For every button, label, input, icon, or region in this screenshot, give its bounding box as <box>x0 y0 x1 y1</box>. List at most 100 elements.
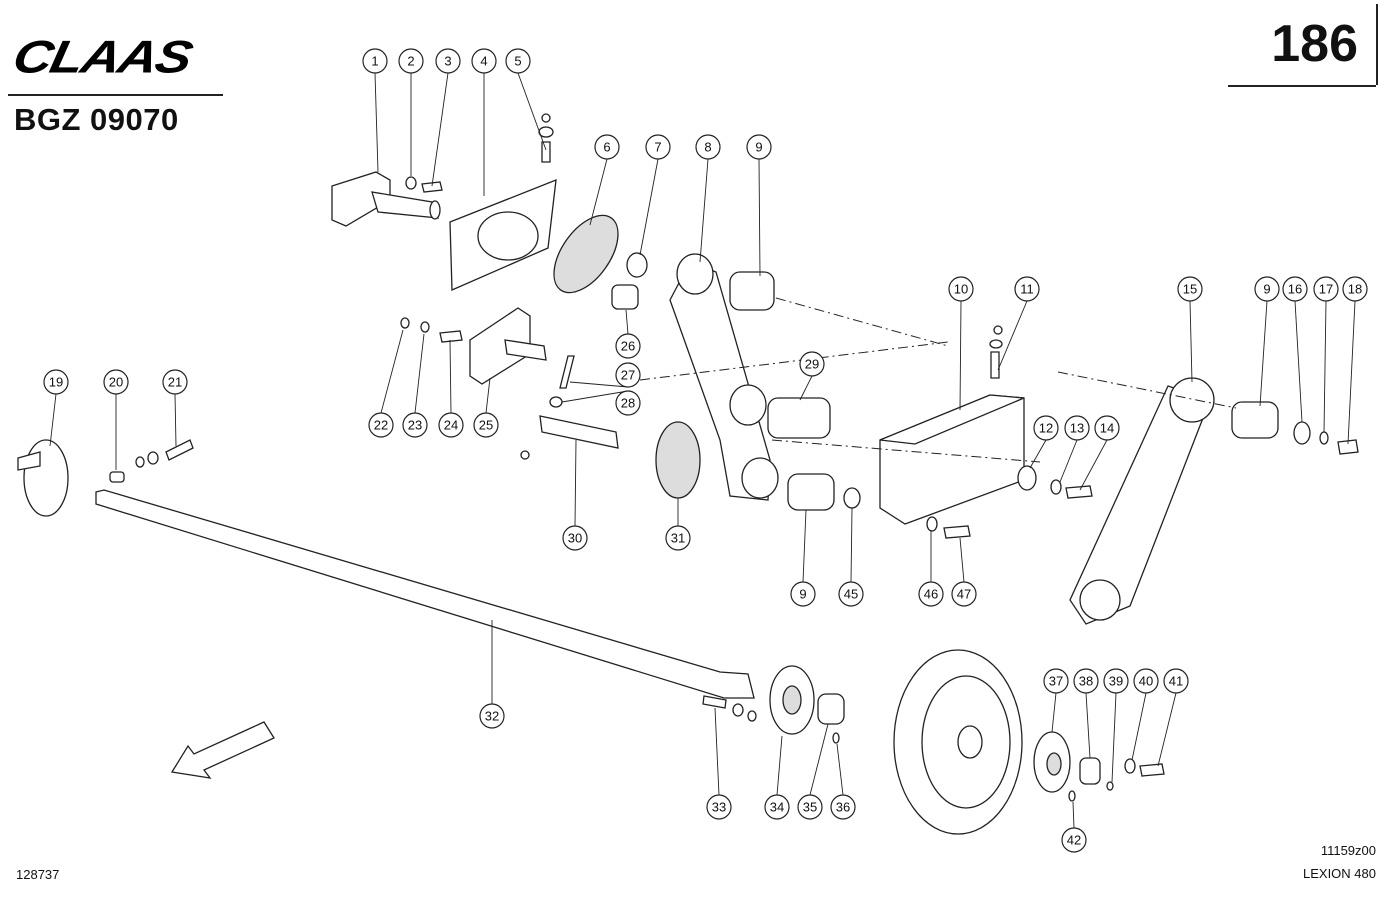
callout-circle <box>797 794 823 820</box>
callout-circle <box>594 134 620 160</box>
logo-divider <box>8 94 223 96</box>
callout-3: 3 <box>435 48 461 74</box>
lever-part-8 <box>669 261 771 501</box>
center-axis-upper <box>639 341 949 381</box>
callout-number: 21 <box>168 375 182 390</box>
callout-number: 38 <box>1079 674 1093 689</box>
set-screw-part-36 <box>832 732 840 744</box>
callout-circle <box>362 48 388 74</box>
set-screw-part-39 <box>1106 781 1114 791</box>
callout-leader-17 <box>1323 300 1327 433</box>
callout-circle <box>1254 276 1280 302</box>
washer-part-33 <box>732 703 744 717</box>
callout-leader-35 <box>809 723 829 796</box>
callout-circle <box>43 369 69 395</box>
callout-10: 10 <box>948 276 974 302</box>
callout-number: 13 <box>1070 421 1084 436</box>
callout-circle <box>951 581 977 607</box>
callout-leader-28 <box>561 390 629 403</box>
bushing-part-26 <box>611 284 639 310</box>
document-code: BGZ 09070 <box>14 102 179 137</box>
callout-19: 19 <box>43 369 69 395</box>
callout-leader-33 <box>714 707 720 796</box>
callout-circle <box>473 412 499 438</box>
callout-number: 16 <box>1288 282 1302 297</box>
callout-leader-13 <box>1059 439 1078 483</box>
callout-circle <box>1033 415 1059 441</box>
callout-leader-25 <box>485 377 491 414</box>
nut-part-11 <box>993 325 1003 335</box>
callout-47: 47 <box>951 581 977 607</box>
callout-circle <box>790 581 816 607</box>
bolt-part-14 <box>1065 485 1093 499</box>
callout-21: 21 <box>162 369 188 395</box>
pin-part-1 <box>371 191 439 219</box>
washer-part-23 <box>420 321 430 333</box>
callout-circle <box>706 794 732 820</box>
callout-number: 33 <box>712 800 726 815</box>
callout-number: 41 <box>1169 674 1183 689</box>
callout-leader-36 <box>836 743 844 796</box>
lever-hub-mid <box>729 384 767 426</box>
callout-35: 35 <box>797 794 823 820</box>
callout-number: 1 <box>371 54 378 69</box>
callout-40: 40 <box>1133 668 1159 694</box>
callout-circle <box>103 369 129 395</box>
pin-end-part-1 <box>429 200 441 220</box>
pulley-hub <box>957 725 983 759</box>
bearing-part-9-right <box>1231 401 1279 439</box>
callout-leader-16 <box>1294 300 1303 423</box>
callout-number: 14 <box>1100 421 1114 436</box>
callout-number: 17 <box>1319 282 1333 297</box>
bushing-part-29 <box>767 397 831 439</box>
collar-part-35 <box>817 693 845 725</box>
callout-circle <box>918 581 944 607</box>
callout-34: 34 <box>764 794 790 820</box>
callout-41: 41 <box>1163 668 1189 694</box>
callout-circle <box>1163 668 1189 694</box>
bolt-part-5 <box>541 141 551 163</box>
callout-30: 30 <box>562 525 588 551</box>
lever-hub-bottom <box>741 457 779 499</box>
callout-leader-12 <box>1029 439 1047 469</box>
callout-circle <box>1014 276 1040 302</box>
callout-number: 5 <box>514 54 521 69</box>
hub-part-19 <box>23 439 69 517</box>
callout-leader-1 <box>374 72 379 173</box>
hub-stub-part-19 <box>17 451 41 471</box>
callout-leader-40 <box>1131 692 1147 761</box>
housing-top-part-10 <box>879 394 1025 445</box>
screw-part-11 <box>990 351 1000 379</box>
callout-number: 10 <box>954 282 968 297</box>
callout-7: 7 <box>645 134 671 160</box>
callout-1: 1 <box>362 48 388 74</box>
callout-number: 32 <box>485 709 499 724</box>
callout-circle <box>505 48 531 74</box>
callout-circle <box>1061 827 1087 853</box>
callout-circle <box>1103 668 1129 694</box>
callout-number: 45 <box>844 587 858 602</box>
callout-leader-9 <box>802 509 807 583</box>
callout-29: 29 <box>799 351 825 377</box>
nut-part-33 <box>747 710 757 722</box>
callout-number: 2 <box>407 54 414 69</box>
shaft-part-30 <box>539 415 619 449</box>
callout-circle <box>615 362 641 388</box>
callout-17: 17 <box>1313 276 1339 302</box>
callout-circle <box>1064 415 1090 441</box>
callout-number: 22 <box>374 418 388 433</box>
callout-leader-21 <box>174 393 177 447</box>
plate-cutout-part-4 <box>477 211 539 261</box>
callout-5: 5 <box>505 48 531 74</box>
parts-drawing <box>17 113 1359 835</box>
callout-number: 3 <box>444 54 451 69</box>
callout-circle <box>746 134 772 160</box>
disk-part-31 <box>655 421 701 499</box>
callout-circle <box>1073 668 1099 694</box>
washer-part-45 <box>843 487 861 509</box>
callout-12: 12 <box>1033 415 1059 441</box>
callout-33: 33 <box>706 794 732 820</box>
callout-circle <box>665 525 691 551</box>
callout-number: 7 <box>654 140 661 155</box>
